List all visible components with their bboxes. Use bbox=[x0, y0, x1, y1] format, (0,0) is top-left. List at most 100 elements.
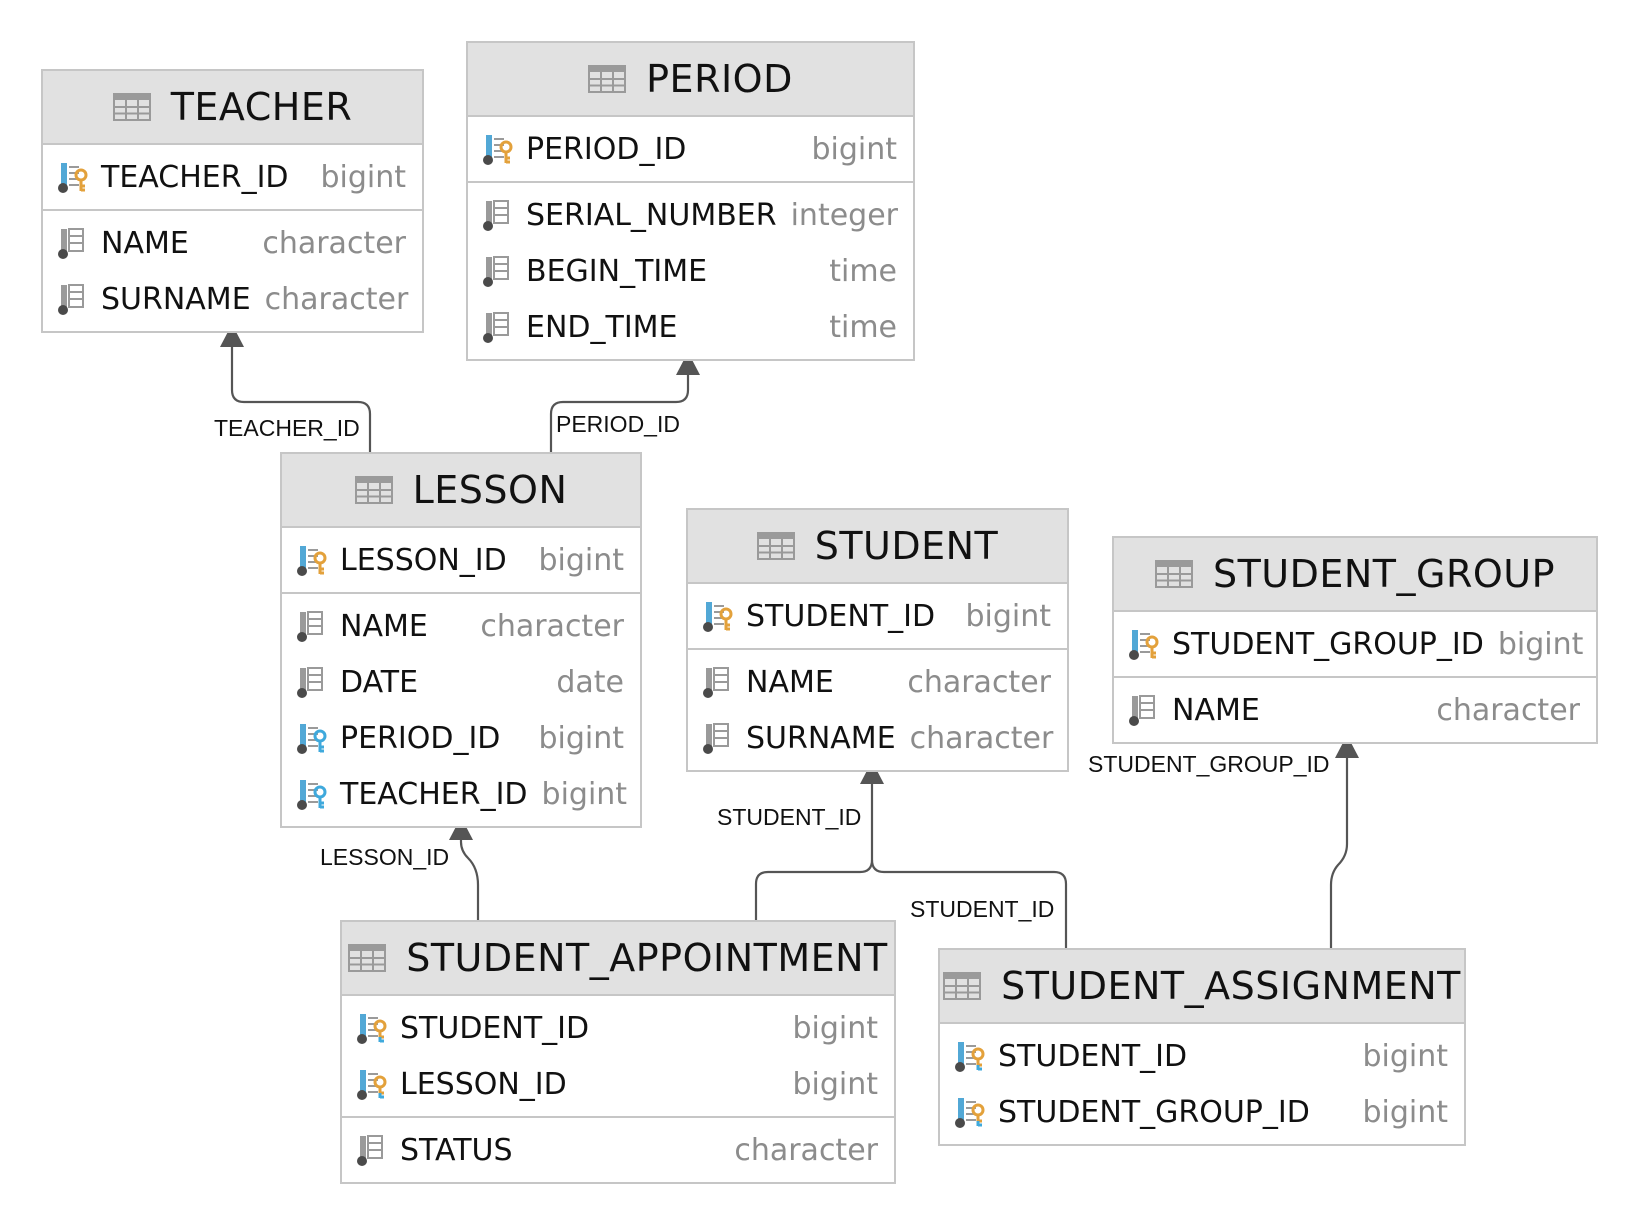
table-icon bbox=[588, 65, 627, 93]
column-type: bigint bbox=[541, 776, 628, 812]
column-row[interactable]: SURNAME character bbox=[43, 271, 422, 327]
table-student-appointment[interactable]: STUDENT_APPOINTMENT STUDENT_ID bigint LE… bbox=[340, 920, 896, 1184]
column-name: BEGIN_TIME bbox=[526, 253, 708, 289]
table-header: STUDENT_APPOINTMENT bbox=[342, 922, 894, 996]
arrowhead-period bbox=[676, 352, 700, 375]
primary-key-column-icon bbox=[297, 546, 327, 576]
primary-key-column-icon bbox=[703, 602, 733, 632]
column-icon bbox=[58, 284, 84, 315]
column-row[interactable]: STUDENT_ID bigint bbox=[940, 1028, 1464, 1084]
column-row[interactable]: STUDENT_GROUP_ID bigint bbox=[1114, 616, 1596, 672]
edge-lesson-period bbox=[549, 374, 690, 452]
column-name: SURNAME bbox=[746, 720, 896, 756]
column-row[interactable]: SERIAL_NUMBER integer bbox=[468, 187, 913, 243]
column-type: character bbox=[734, 1132, 878, 1168]
column-row[interactable]: TEACHER_ID bigint bbox=[43, 149, 422, 205]
column-name: STATUS bbox=[400, 1132, 513, 1168]
column-icon bbox=[703, 667, 729, 698]
edge-lesson-teacher bbox=[230, 346, 372, 452]
table-lesson[interactable]: LESSON LESSON_ID bigint NAME character D… bbox=[280, 452, 642, 828]
column-name: DATE bbox=[340, 664, 419, 700]
column-row[interactable]: TEACHER_ID bigint bbox=[282, 766, 640, 822]
edge-label-student-group-id: STUDENT_GROUP_ID bbox=[1088, 751, 1330, 777]
column-row[interactable]: END_TIME time bbox=[468, 299, 913, 355]
column-row[interactable]: DATE date bbox=[282, 654, 640, 710]
column-type: bigint bbox=[1362, 1038, 1448, 1074]
columns-section: NAME character SURNAME character bbox=[43, 209, 422, 331]
primary-key-section: STUDENT_GROUP_ID bigint bbox=[1114, 612, 1596, 676]
edge-appointment-lesson bbox=[459, 838, 480, 920]
primary-key-section: TEACHER_ID bigint bbox=[43, 145, 422, 209]
table-title: TEACHER bbox=[170, 85, 353, 129]
column-row[interactable]: NAME character bbox=[43, 215, 422, 271]
column-name: LESSON_ID bbox=[400, 1066, 567, 1102]
table-student-assignment[interactable]: STUDENT_ASSIGNMENT STUDENT_ID bigint STU… bbox=[938, 948, 1466, 1146]
column-row[interactable]: BEGIN_TIME time bbox=[468, 243, 913, 299]
arrowhead-lesson bbox=[449, 817, 473, 840]
column-type: bigint bbox=[1362, 1094, 1448, 1130]
foreign-key-column-icon bbox=[297, 780, 327, 810]
table-teacher[interactable]: TEACHER TEACHER_ID bigint NAME character… bbox=[41, 69, 424, 333]
column-type: bigint bbox=[965, 598, 1051, 634]
column-row[interactable]: STUDENT_GROUP_ID bigint bbox=[940, 1084, 1464, 1140]
column-type: bigint bbox=[1497, 626, 1584, 662]
column-name: TEACHER_ID bbox=[101, 159, 289, 195]
columns-section: NAME character DATE date PERIOD_ID bigin… bbox=[282, 592, 640, 826]
column-type: character bbox=[264, 281, 409, 317]
column-type: character bbox=[1436, 692, 1580, 728]
column-name: PERIOD_ID bbox=[340, 720, 501, 756]
arrowhead-teacher bbox=[220, 324, 244, 347]
table-title: STUDENT_APPOINTMENT bbox=[406, 936, 888, 980]
table-header: STUDENT_ASSIGNMENT bbox=[940, 950, 1464, 1024]
column-row[interactable]: NAME character bbox=[688, 654, 1067, 710]
column-row[interactable]: PERIOD_ID bigint bbox=[468, 121, 913, 177]
column-row[interactable]: STUDENT_ID bigint bbox=[688, 588, 1067, 644]
primary-key-column-icon bbox=[483, 135, 513, 165]
column-row[interactable]: STUDENT_ID bigint bbox=[342, 1000, 894, 1056]
column-row[interactable]: NAME character bbox=[282, 598, 640, 654]
column-name: STUDENT_ID bbox=[998, 1038, 1188, 1074]
table-header: LESSON bbox=[282, 454, 640, 528]
column-name: NAME bbox=[340, 608, 428, 644]
edge-assignment-group bbox=[1329, 758, 1349, 948]
column-row[interactable]: PERIOD_ID bigint bbox=[282, 710, 640, 766]
table-icon bbox=[112, 93, 151, 121]
primary-key-column-icon bbox=[58, 163, 88, 193]
column-type: character bbox=[909, 720, 1054, 756]
arrowhead-student bbox=[860, 761, 884, 784]
columns-section: STATUS character bbox=[342, 1116, 894, 1182]
column-name: STUDENT_ID bbox=[400, 1010, 590, 1046]
edge-label-lesson-id: LESSON_ID bbox=[320, 844, 450, 870]
column-row[interactable]: LESSON_ID bigint bbox=[282, 532, 640, 588]
column-icon bbox=[357, 1135, 383, 1166]
column-type: character bbox=[480, 608, 624, 644]
table-header: STUDENT_GROUP bbox=[1114, 538, 1596, 612]
column-name: NAME bbox=[1172, 692, 1260, 728]
table-student-group[interactable]: STUDENT_GROUP STUDENT_GROUP_ID bigint NA… bbox=[1112, 536, 1598, 744]
table-header: PERIOD bbox=[468, 43, 913, 117]
column-name: TEACHER_ID bbox=[340, 776, 528, 812]
column-icon bbox=[297, 667, 323, 698]
column-row[interactable]: NAME character bbox=[1114, 682, 1596, 738]
column-row[interactable]: SURNAME character bbox=[688, 710, 1067, 766]
column-type: date bbox=[556, 664, 624, 700]
column-row[interactable]: STATUS character bbox=[342, 1122, 894, 1178]
column-type: time bbox=[829, 309, 897, 345]
column-type: bigint bbox=[320, 159, 406, 195]
column-type: bigint bbox=[538, 542, 624, 578]
column-name: STUDENT_ID bbox=[746, 598, 936, 634]
primary-key-section: STUDENT_ID bigint STUDENT_GROUP_ID bigin… bbox=[940, 1024, 1464, 1144]
column-row[interactable]: LESSON_ID bigint bbox=[342, 1056, 894, 1112]
column-name: PERIOD_ID bbox=[526, 131, 687, 167]
edge-appointment-student bbox=[754, 784, 874, 920]
table-period[interactable]: PERIOD PERIOD_ID bigint SERIAL_NUMBER in… bbox=[466, 41, 915, 361]
column-icon bbox=[483, 312, 509, 343]
column-type: character bbox=[262, 225, 406, 261]
column-icon bbox=[58, 228, 84, 259]
column-type: time bbox=[829, 253, 897, 289]
table-student[interactable]: STUDENT STUDENT_ID bigint NAME character… bbox=[686, 508, 1069, 772]
table-header: STUDENT bbox=[688, 510, 1067, 584]
column-name: END_TIME bbox=[526, 309, 678, 345]
column-icon bbox=[703, 723, 729, 754]
